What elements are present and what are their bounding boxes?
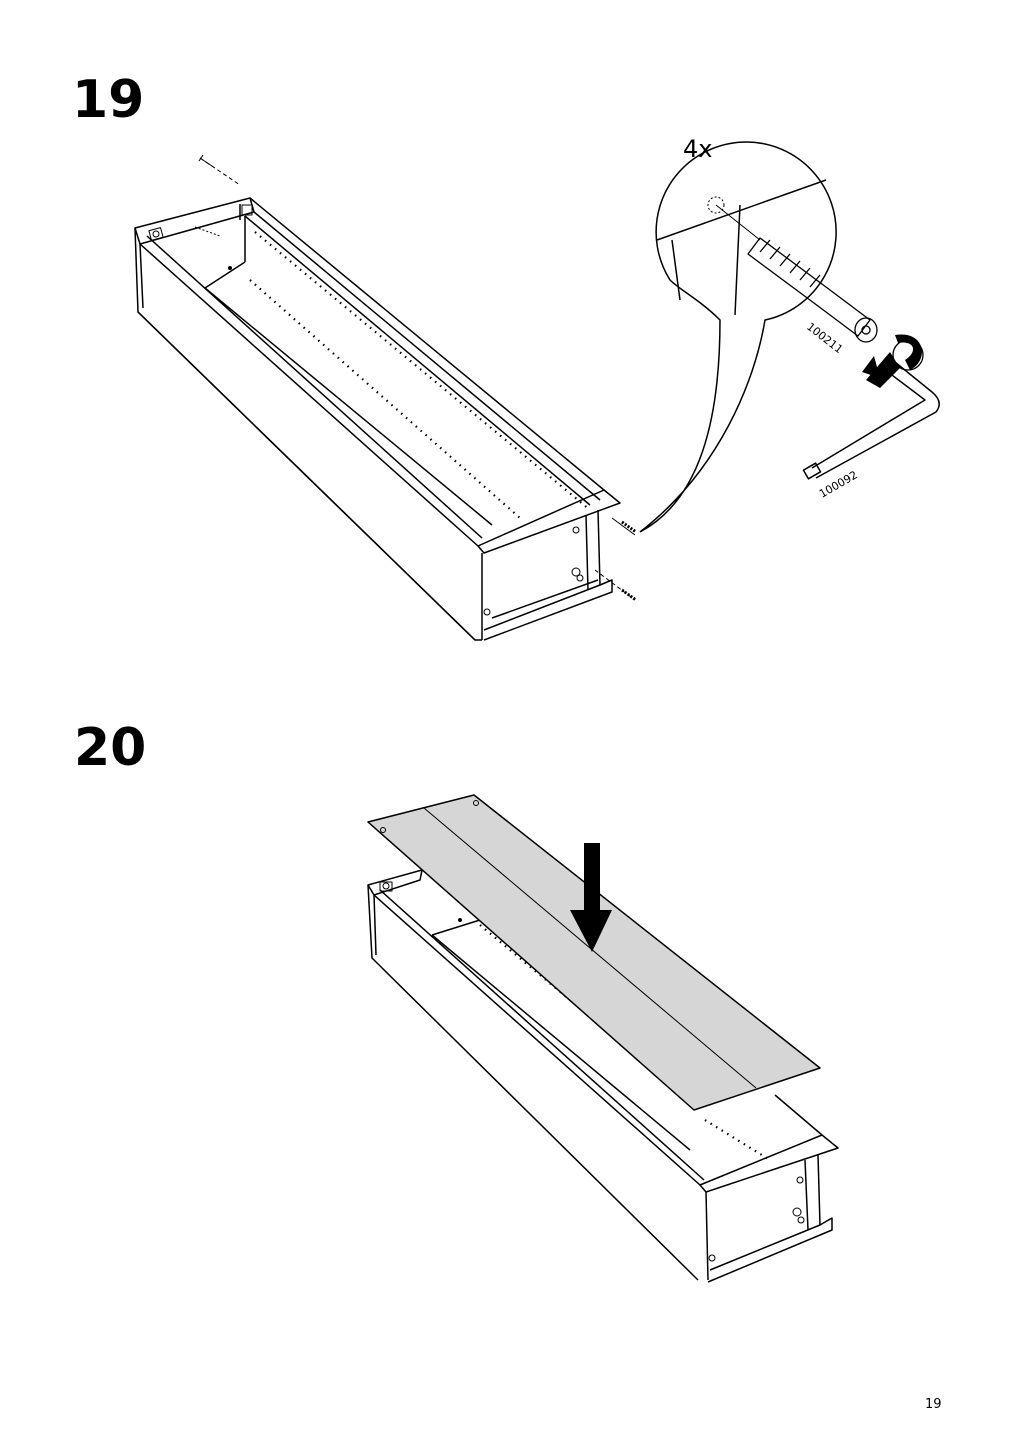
detail-callout	[639, 141, 837, 533]
step-19-number: 19	[72, 70, 145, 130]
screw-part-number: 100211	[804, 320, 845, 356]
cam-fittings	[148, 204, 584, 616]
cam-fittings	[379, 881, 805, 1262]
screw-right	[594, 517, 637, 602]
step-20-illustration	[367, 794, 839, 1283]
allen-key-100092	[802, 339, 940, 480]
down-arrow-icon	[570, 843, 612, 952]
rotate-arrow-icon	[862, 334, 922, 388]
step-20-number: 20	[74, 718, 147, 778]
page-number: 19	[925, 1397, 942, 1412]
screw-100211	[747, 237, 878, 343]
step-19-illustration: 4x 100211 100092	[134, 135, 940, 641]
screw-left-top	[194, 154, 241, 237]
cabinet-frame	[367, 869, 839, 1283]
back-panel	[367, 794, 821, 1111]
shelf-pin-holes	[249, 231, 591, 519]
quantity-label: 4x	[683, 135, 712, 163]
cabinet-frame	[134, 197, 621, 641]
